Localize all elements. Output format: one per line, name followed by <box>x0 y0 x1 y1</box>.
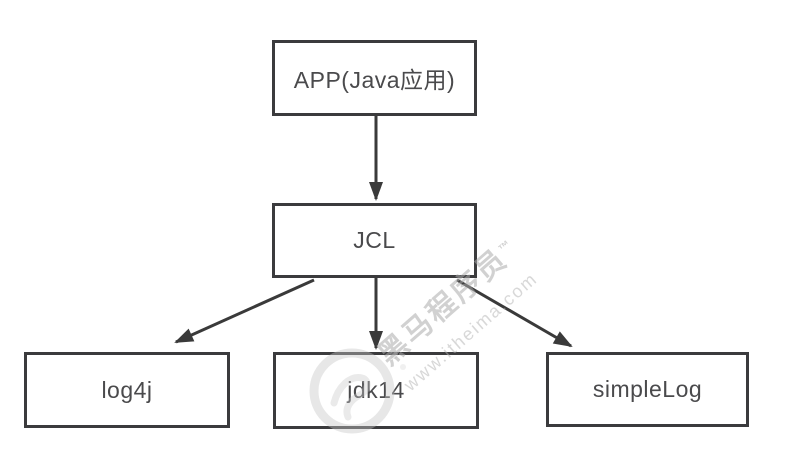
node-jdk14: jdk14 <box>273 352 479 429</box>
edge-jcl-to-simplelog <box>456 278 573 348</box>
node-simplelog: simpleLog <box>546 352 749 427</box>
edge-jcl-to-log4j <box>174 278 315 344</box>
node-jcl: JCL <box>272 203 477 278</box>
node-app: APP(Java应用) <box>272 40 477 116</box>
node-log4j: log4j <box>24 352 230 428</box>
